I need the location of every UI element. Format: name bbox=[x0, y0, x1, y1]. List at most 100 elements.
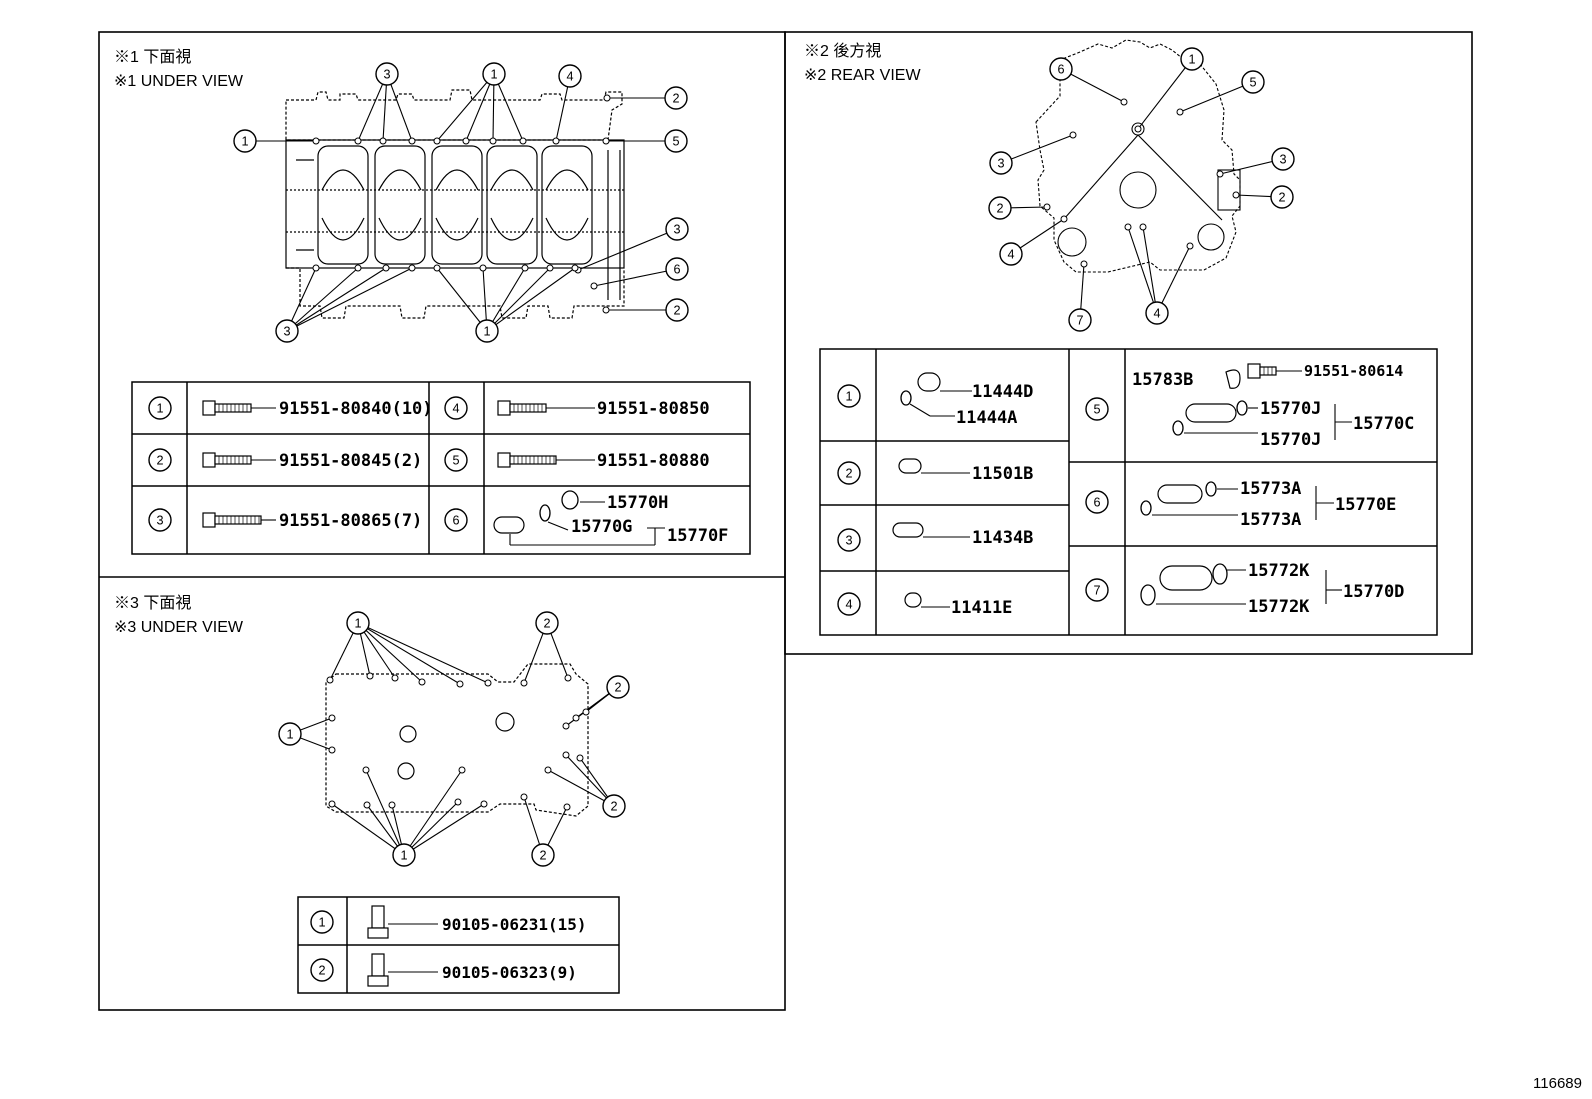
bolt-hole-marker bbox=[520, 679, 528, 687]
p1-callout-number: 3 bbox=[673, 223, 680, 237]
table2-ref-circle bbox=[1085, 578, 1109, 602]
leader-line bbox=[486, 267, 576, 332]
leader-line bbox=[486, 267, 551, 332]
frames bbox=[98, 31, 1473, 1011]
oil-pan-under-view-drawing bbox=[325, 663, 589, 817]
bore-arc bbox=[321, 217, 365, 241]
bracket-icon bbox=[1225, 369, 1241, 389]
table3-part-number: 90105-06323(9) bbox=[442, 963, 577, 982]
leader-line bbox=[403, 803, 485, 856]
bolt-hole-marker bbox=[328, 800, 336, 808]
p2-callout-circle bbox=[1145, 301, 1169, 325]
table1-ref-circle bbox=[148, 396, 172, 420]
table2-ref-number: 4 bbox=[845, 598, 852, 612]
p2-callout-number: 2 bbox=[1278, 191, 1285, 205]
plug-icon bbox=[917, 372, 941, 392]
table1-part-number: 91551-80840(10) bbox=[279, 399, 433, 419]
p3-callout-number: 2 bbox=[614, 681, 621, 695]
bore-frame bbox=[374, 145, 426, 265]
bolt-hole-marker bbox=[408, 137, 416, 145]
o-ring-icon bbox=[1205, 481, 1217, 497]
bolt-head-icon bbox=[497, 400, 511, 416]
p2-callout-number: 7 bbox=[1076, 314, 1083, 328]
bolt-hole-marker bbox=[603, 94, 611, 102]
bolt-shank-icon bbox=[214, 455, 252, 465]
leader-line bbox=[1127, 226, 1158, 314]
bolt-hole-marker bbox=[379, 137, 387, 145]
leader-line bbox=[593, 268, 678, 287]
p1-callout-circle bbox=[665, 257, 689, 281]
bolt-hole-marker bbox=[1080, 260, 1088, 268]
p3-callout-circle bbox=[535, 611, 559, 635]
bore-frame bbox=[431, 145, 483, 265]
oil-pan-holes bbox=[397, 712, 515, 780]
leader-line bbox=[493, 73, 524, 142]
table1-part-number: 15770G bbox=[571, 517, 632, 537]
bolt-hole-marker bbox=[602, 137, 610, 145]
table2-ref-circle bbox=[1085, 490, 1109, 514]
leader-line bbox=[436, 267, 488, 332]
o-ring-icon bbox=[900, 390, 912, 406]
o-ring-icon bbox=[561, 490, 579, 510]
bolt-hole-marker bbox=[312, 137, 320, 145]
table3-ref-circle bbox=[310, 910, 334, 934]
table2-part-number: 15772K bbox=[1248, 597, 1310, 617]
bolt-head-icon bbox=[497, 452, 511, 468]
o-ring-icon bbox=[1236, 400, 1248, 416]
p1-callout-circle bbox=[665, 217, 689, 241]
table1-part-number: 91551-80880 bbox=[597, 451, 710, 471]
p1-callout-circle bbox=[558, 64, 582, 88]
bolt-hole-marker bbox=[363, 801, 371, 809]
bolt-hole-marker bbox=[576, 754, 584, 762]
leader-line bbox=[486, 267, 526, 332]
bolt-hole-marker bbox=[1216, 170, 1224, 178]
panel1-title-jp: ※1 下面視 bbox=[114, 48, 191, 66]
block-under-view-drawing bbox=[285, 89, 625, 319]
p1-callout-circle bbox=[475, 319, 499, 343]
leader-line bbox=[1000, 134, 1074, 164]
plug-icon bbox=[898, 458, 922, 474]
table2-part-number: 15770J bbox=[1260, 430, 1321, 450]
bolt-hole-marker bbox=[1120, 98, 1128, 106]
bolt-hole-marker bbox=[564, 674, 572, 682]
table2-part-number: 11411E bbox=[951, 598, 1012, 618]
p3-callout-number: 2 bbox=[610, 800, 617, 814]
leader-line bbox=[403, 769, 463, 856]
p1-callout-circle bbox=[375, 62, 399, 86]
bolt-hole-marker bbox=[354, 264, 362, 272]
bolt-hole-marker bbox=[366, 672, 374, 680]
table2-ref-number: 7 bbox=[1093, 584, 1100, 598]
plug-icon bbox=[904, 592, 922, 608]
leader-line bbox=[577, 228, 678, 271]
bolt-head-icon bbox=[1247, 363, 1261, 379]
table1 bbox=[131, 381, 751, 555]
p3-callout-circle bbox=[531, 843, 555, 867]
stud-bolt-icon bbox=[371, 953, 385, 977]
table3-part-number: 90105-06231(15) bbox=[442, 915, 587, 934]
bolt-hole-marker bbox=[521, 264, 529, 272]
p2-callout-number: 6 bbox=[1057, 63, 1064, 77]
bolt-shank-icon bbox=[509, 455, 557, 465]
p2-callout-circle bbox=[1068, 308, 1092, 332]
bolt-hole-marker bbox=[458, 766, 466, 774]
p1-callout-circle bbox=[482, 62, 506, 86]
p3-callout-circle bbox=[602, 794, 626, 818]
p2-callout-number: 2 bbox=[996, 202, 1003, 216]
bolt-hole-marker bbox=[462, 137, 470, 145]
table1-ref-circle bbox=[444, 508, 468, 532]
o-ring-icon bbox=[1140, 584, 1156, 606]
table1-ref-number: 1 bbox=[156, 402, 163, 416]
bolt-hole-marker bbox=[354, 137, 362, 145]
table3-ref-circle bbox=[310, 958, 334, 982]
bolt-hole-marker bbox=[391, 674, 399, 682]
p3-callout-number: 2 bbox=[539, 849, 546, 863]
p1-callout-number: 1 bbox=[490, 68, 497, 82]
bore-frame bbox=[541, 145, 593, 265]
panel3-title-jp: ※3 下面視 bbox=[114, 594, 191, 612]
leader-line bbox=[331, 803, 405, 856]
table3-ref-number: 1 bbox=[318, 916, 325, 930]
bolt-shank-icon bbox=[509, 403, 547, 413]
leader-line bbox=[547, 769, 615, 807]
table1-ref-number: 3 bbox=[156, 514, 163, 528]
bolt-hole-marker bbox=[362, 766, 370, 774]
